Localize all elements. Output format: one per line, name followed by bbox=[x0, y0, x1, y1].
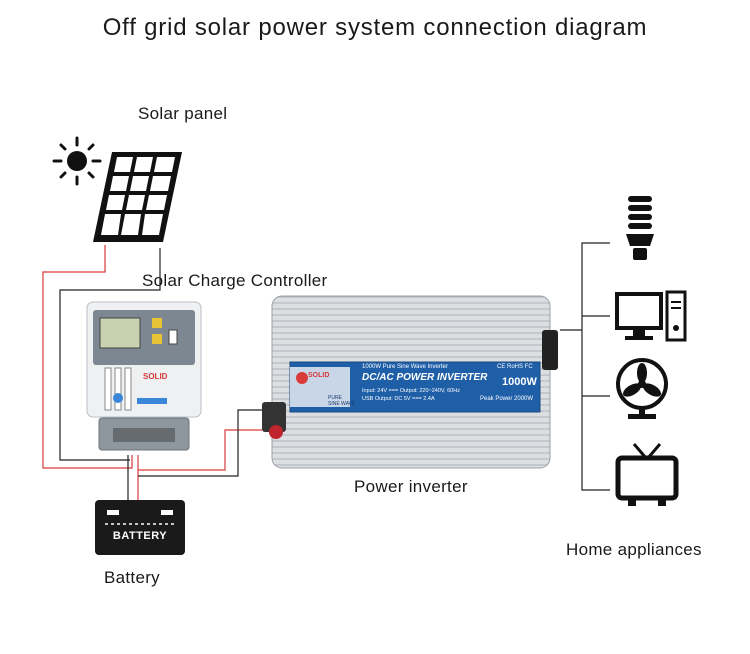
black-wire-inverter bbox=[138, 409, 262, 477]
bulb-icon bbox=[626, 196, 654, 260]
inverter-cert: CE RoHS FC bbox=[497, 364, 533, 370]
battery-label: Battery bbox=[104, 568, 160, 587]
inverter-line1: 1000W Pure Sine Wave Inverter bbox=[362, 364, 448, 370]
tv-icon bbox=[615, 443, 679, 506]
solar-panel-icon bbox=[93, 152, 182, 242]
sine-label-2: SINE WAVE bbox=[328, 401, 356, 407]
red-wire-panel bbox=[42, 245, 133, 469]
home-appliances-label: Home appliances bbox=[566, 540, 702, 559]
inverter-input: Input: 24V === Output: 220~240V, 60Hz bbox=[362, 388, 460, 394]
power-inverter: SOLID PURE SINE WAVE 1000W Pure Sine Wav… bbox=[262, 292, 560, 472]
appliance-bracket bbox=[581, 242, 610, 491]
controller-label: Solar Charge Controller bbox=[142, 271, 328, 290]
diagram-title: Off grid solar power system connection d… bbox=[102, 14, 648, 41]
sun-icon bbox=[52, 136, 102, 186]
charge-controller: SOLID bbox=[85, 300, 203, 455]
red-wire-inverter bbox=[138, 429, 262, 471]
inverter-power: 1000W bbox=[502, 376, 537, 388]
battery-icon: BATTERY bbox=[95, 500, 185, 555]
black-wire-panel bbox=[59, 248, 161, 461]
sine-label-1: PURE bbox=[328, 395, 342, 401]
inverter-label: Power inverter bbox=[354, 477, 468, 496]
fan-icon bbox=[616, 358, 668, 419]
inverter-brand: SOLID bbox=[308, 372, 330, 379]
solar-panel-label: Solar panel bbox=[138, 104, 228, 123]
inverter-main: DC/AC POWER INVERTER bbox=[362, 372, 488, 383]
computer-icon bbox=[615, 290, 687, 342]
inverter-usb: USB Output: DC 5V === 2.4A bbox=[362, 396, 435, 402]
inverter-peak: Peak Power 2000W bbox=[480, 396, 534, 402]
controller-brand: SOLID bbox=[143, 372, 168, 381]
battery-icon-text: BATTERY bbox=[112, 530, 168, 542]
